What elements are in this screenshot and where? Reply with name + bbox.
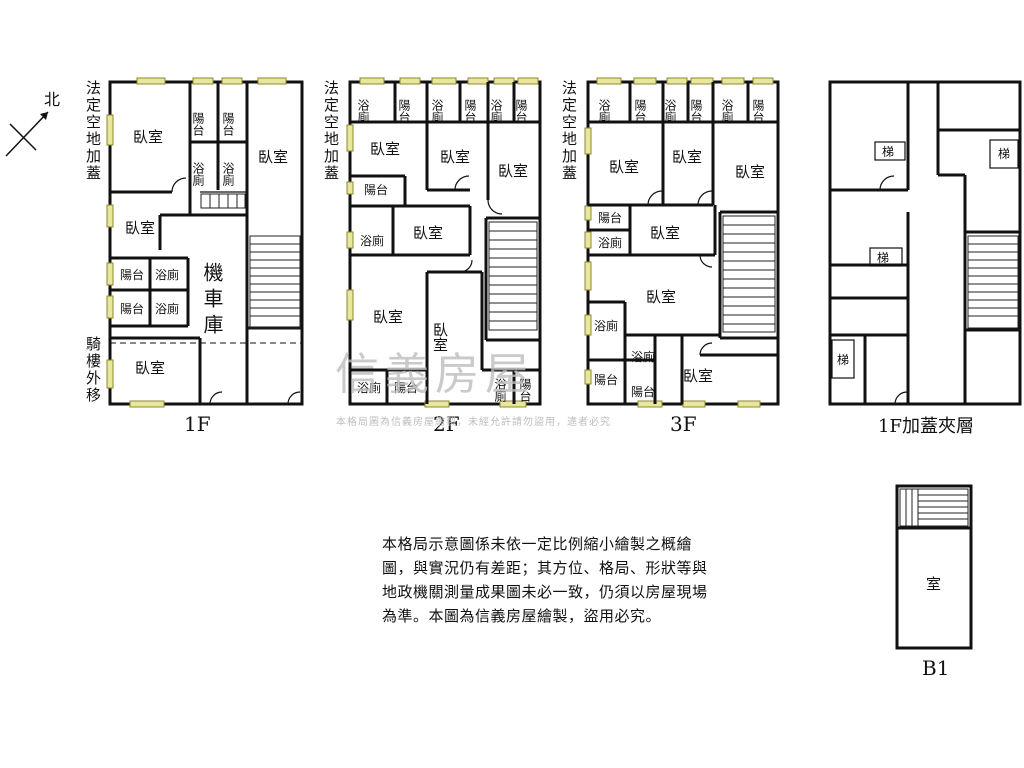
room-label: 陽台 (397, 99, 411, 123)
room-label: 陽台 (518, 378, 532, 402)
room-label: 機車庫 (200, 262, 224, 340)
room-label: 陽台 (120, 267, 144, 282)
room-label: 浴廁 (221, 162, 235, 187)
side-label: 法定空地加蓋 (84, 80, 102, 182)
room-label: 陽台 (364, 182, 388, 197)
room-label: 臥室 (650, 224, 680, 242)
room-label: 陽台 (751, 99, 765, 123)
floor-label-b1: B1 (922, 656, 950, 680)
room-label: 臥室 (133, 128, 163, 146)
room-label: 臥室 (735, 163, 765, 181)
room-label: 浴廁 (594, 318, 618, 333)
room-label: 臥室 (609, 158, 639, 176)
room-label: 陽台 (594, 372, 618, 387)
room-label: 浴廁 (357, 380, 381, 395)
room-label: 臥室 (498, 162, 528, 180)
room-label: 陽台 (394, 380, 418, 395)
room-label: 浴廁 (360, 233, 384, 248)
room-label: 臥室 (370, 140, 400, 158)
plan-1f-mezzanine (828, 80, 1022, 406)
floor-label-2f: 2F (433, 412, 460, 436)
plan-b1 (895, 484, 973, 650)
room-label: 浴廁 (155, 301, 179, 316)
room-label: 臥室 (258, 148, 288, 166)
plan-3f (584, 77, 780, 408)
room-label: 陽台 (633, 99, 647, 123)
floor-label-mezzanine: 1F加蓋夾層 (878, 416, 974, 437)
room-label: 浴廁 (597, 99, 611, 124)
room-label: 陽台 (221, 112, 235, 136)
room-label: 室 (926, 575, 941, 593)
stair-1f (249, 235, 301, 329)
room-label: 梯 (998, 147, 1010, 161)
room-label: 臥室 (683, 367, 713, 385)
room-label: 臥室 (646, 288, 676, 306)
room-label: 臥室 (440, 148, 470, 166)
watermark-logo: 信義房屋 (335, 349, 535, 400)
room-label: 臥室 (373, 308, 403, 326)
side-label: 法定空地加蓋 (560, 80, 578, 182)
room-label: 梯 (837, 353, 849, 367)
side-label: 法定空地加蓋 (322, 80, 340, 182)
room-label: 浴廁 (663, 99, 677, 124)
watermark-text: 本格局圖為信義房屋繪製，未經允許請勿盜用，違者必究 (336, 417, 611, 428)
disclaimer-note: 本格局示意圖係未依一定比例縮小繪製之概繪圖，與實況仍有差距；其方位、格局、形狀等… (382, 535, 708, 625)
north-label: 北 (44, 90, 61, 109)
room-label: 臥室 (125, 219, 155, 237)
room-label: 浴廁 (598, 235, 622, 250)
room-label: 陽台 (120, 301, 144, 316)
room-label: 浴廁 (155, 267, 179, 282)
room-label: 陽台 (463, 99, 477, 123)
room-label: 陽台 (191, 112, 205, 136)
room-label: 浴廁 (720, 99, 734, 124)
floor-label-3f: 3F (670, 412, 697, 436)
room-label: 浴廁 (430, 99, 444, 124)
room-label: 浴廁 (356, 99, 370, 124)
room-label: 臥室 (135, 359, 165, 377)
plan-1f (106, 77, 304, 408)
room-label: 陽台 (598, 210, 622, 225)
room-label: 浴廁 (191, 162, 205, 187)
room-label: 梯 (882, 145, 894, 159)
room-label: 臥室 (431, 322, 449, 352)
room-label: 陽台 (631, 384, 655, 399)
room-label: 浴廁 (631, 349, 655, 364)
plan-2f (346, 77, 542, 408)
room-label: 臥室 (672, 148, 702, 166)
room-label: 浴廁 (489, 99, 503, 124)
room-label: 梯 (877, 251, 889, 265)
room-label: 陽台 (689, 99, 703, 123)
room-label: 臥室 (413, 224, 443, 242)
room-label: 陽台 (514, 99, 528, 123)
floor-label-1f: 1F (184, 412, 211, 436)
compass-arrow-icon (5, 111, 49, 157)
side-label: 騎樓外移 (84, 336, 102, 404)
room-label: 浴廁 (493, 378, 507, 403)
